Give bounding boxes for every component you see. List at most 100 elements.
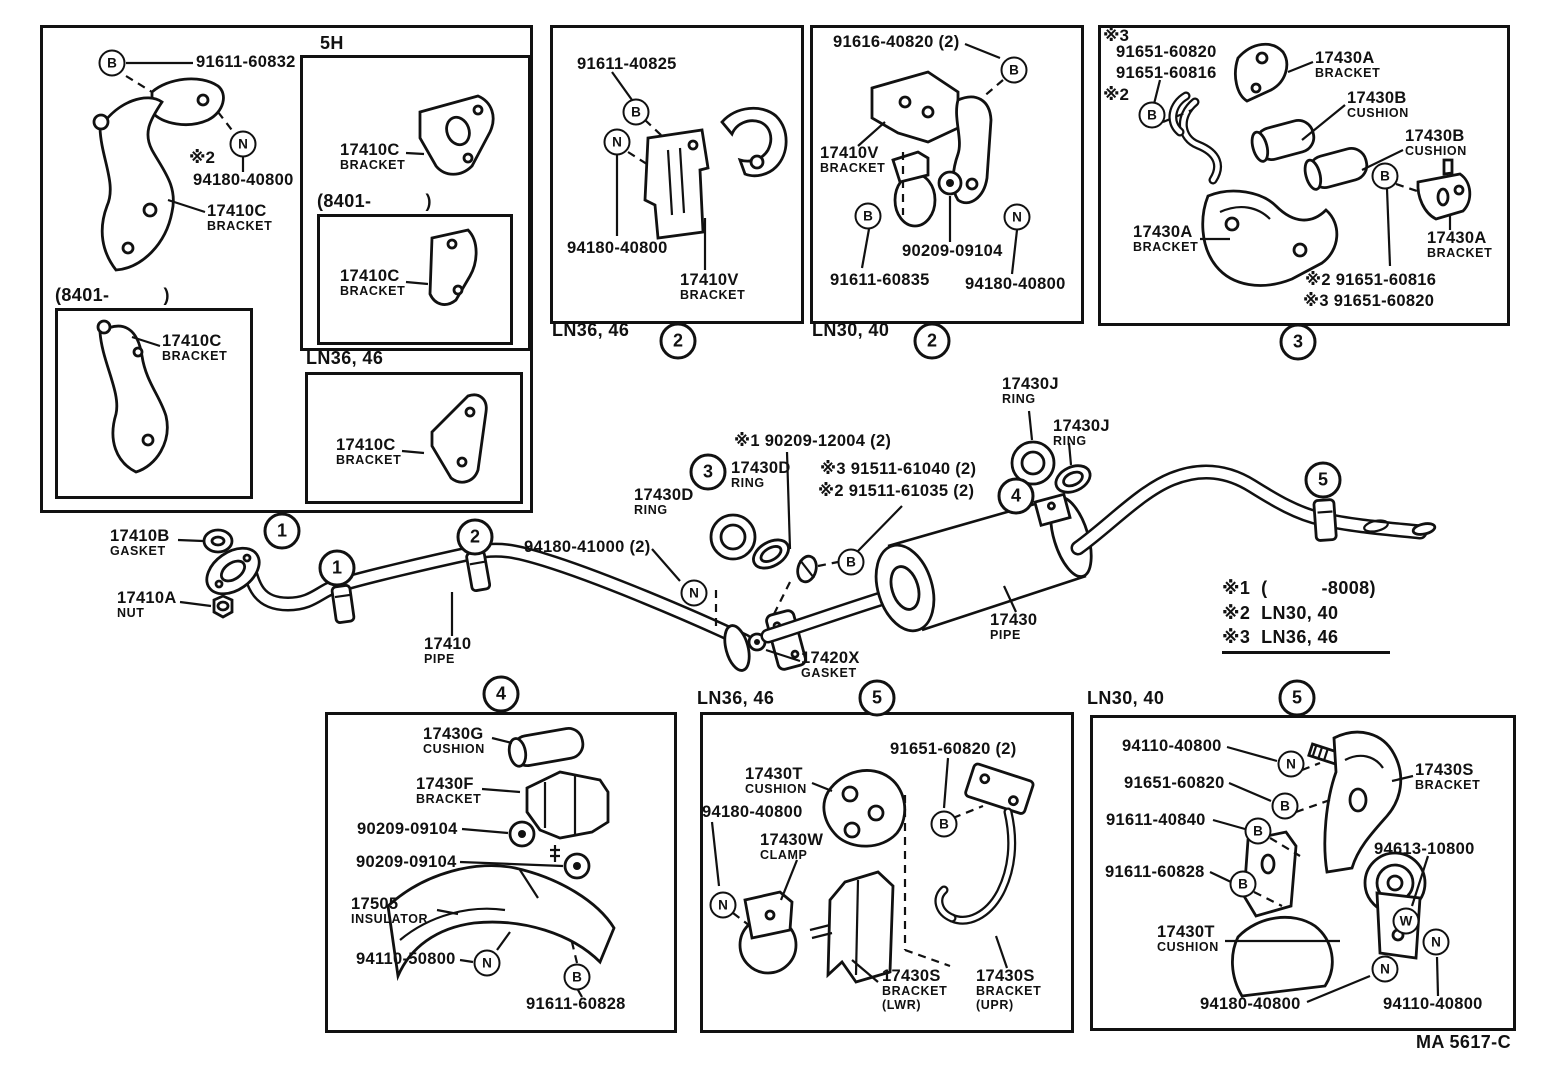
bolt-marker: B [1271,792,1299,820]
bracket-17430f-drawing [525,770,610,862]
note-star3: ※3 [1103,26,1129,45]
part-code: 17410C [340,267,400,285]
part-code: 17430B [1347,89,1407,107]
bracket-17410v-ln30-drawing [870,70,960,144]
nut-marker: N [473,949,501,977]
callout-4: 4 [482,675,520,713]
part-code: 17430F [416,775,474,793]
part-name: NUT [117,606,145,621]
bracket-17410c-8401-drawing [96,319,169,474]
section-box-1-5h [300,55,531,351]
part-label-17410c-ln36: 17410C BRACKET [336,436,401,468]
bolt-marker: B [837,548,865,576]
footer-ln36-46: LN36, 46 [552,320,630,340]
part-label-17410: 17410 PIPE [424,635,471,667]
part-code: 17430D [634,486,694,504]
part-label-17430a-left: 17430A BRACKET [1133,223,1198,255]
part-number-90209-09104: 90209-09104 [357,820,458,838]
part-code: 17430A [1315,49,1375,67]
part-name: CLAMP [760,848,808,863]
header-ln30-40: LN30, 40 [1087,688,1165,708]
part-code: 17430 [990,611,1038,629]
callout-1: 1 [263,512,301,550]
part-number-94613-10800: 94613-10800 [1374,840,1475,858]
part-label-17430s-upr: 17430S BRACKET (UPR) [976,967,1041,1013]
part-number-91651-60820: 91651-60820 (2) [890,740,1017,758]
part-number-94180-40800: 94180-40800 [193,171,294,189]
part-name: BRACKET [1415,778,1481,793]
section-box-3 [810,25,1084,324]
part-label-17430: 17430 PIPE [990,611,1038,643]
part-number-94180-41000: 94180-41000 (2) [524,538,651,556]
gasket-17410b-drawing [202,528,234,554]
muffler-drawing [874,492,1093,633]
nut-marker: N [680,579,708,607]
range-8401-5h: (8401- ) [317,191,432,211]
part-number-91651-60820: 91651-60820 [1124,774,1225,792]
part-code: 17410V [820,144,879,162]
callout-5: 5 [1278,679,1316,717]
part-position: (UPR) [976,998,1014,1013]
document-code: MA 5617-C [1416,1032,1511,1052]
bracket-17410v-drawing [643,128,710,240]
part-code: 17410C [207,202,267,220]
bracket-17410c-drawing [92,96,175,272]
bolt-marker: B [98,49,126,77]
bracket-17430a-top-drawing [1234,43,1289,103]
part-label-17410v: 17410V BRACKET [680,271,745,303]
header-ln36-46: LN36, 46 [697,688,775,708]
part-label-17410b: 17410B GASKET [110,527,170,559]
tail-pipe-drawing [1070,464,1437,556]
bolt-marker: B [622,98,650,126]
part-label-17430g: 17430G CUSHION [423,725,485,757]
callout-2: 2 [456,518,494,556]
part-label-17430b-2: 17430B CUSHION [1405,127,1467,159]
washer-marker: W [1392,907,1420,935]
part-label-17430t: 17430T CUSHION [1157,923,1219,955]
footer-ln30-40: LN30, 40 [812,320,890,340]
part-code: 17430S [1415,761,1474,779]
bracket-17430s-upr-drawing [934,762,1035,925]
part-label-17420x: 17420X GASKET [801,649,860,681]
note-line-91651-60820: ※3 91651-60820 [1303,292,1435,310]
clamp-17430w-drawing [738,890,798,975]
washer-drawing [937,170,963,196]
bolt-marker: B [854,202,882,230]
bracket-17430s-drawing [1323,730,1403,874]
legend-line-1: ※1 ( -8008) [1222,578,1376,598]
part-code: 17430T [1157,923,1215,941]
part-label-17430d: 17430D RING [634,486,694,518]
part-label-17430a-right: 17430A BRACKET [1427,229,1493,261]
nut-marker: N [1277,750,1305,778]
part-code: 17430S [976,967,1035,985]
part-number-90209-09104: 90209-09104 [902,242,1003,260]
bracket-17430a-right-drawing [1416,158,1472,221]
part-number-91651-60816: 91651-60816 [1116,64,1217,82]
part-code: 17430J [1002,375,1059,393]
part-number-91651-60820: 91651-60820 [1116,43,1217,61]
part-name: BRACKET [162,349,228,364]
part-position: (LWR) [882,998,922,1013]
part-number-94180-40800: 94180-40800 [702,803,803,821]
heat-shield-clamp-drawing [150,77,225,126]
note-91511-61040: ※3 91511-61040 (2) [820,460,977,478]
ring-17430j-drawing [1010,440,1092,494]
note-line-91651-60816: ※2 91651-60816 [1305,271,1437,289]
part-code: 17430S [882,967,941,985]
section-box-7 [1090,715,1516,1031]
part-name: CUSHION [423,742,485,757]
callout-3: 3 [689,453,727,491]
part-name: BRACKET [340,284,406,299]
part-number-91611-60832: 91611-60832 [196,53,296,71]
cushion-17430t-drawing [822,769,907,848]
part-number-91611-60828: 91611-60828 [1105,863,1205,881]
bracket-17410c-ln36-drawing [430,393,488,484]
part-label-17430s-lwr: 17430S BRACKET (LWR) [882,967,947,1013]
hanger-loop-drawing [951,95,993,205]
part-number-91611-40840: 91611-40840 [1106,811,1206,829]
note-90209-12004: ※1 90209-12004 (2) [734,432,892,450]
part-number-90209-09104: 90209-09104 [356,853,457,871]
part-name: BRACKET [1427,246,1493,261]
section-box-1-ln36 [305,372,523,504]
